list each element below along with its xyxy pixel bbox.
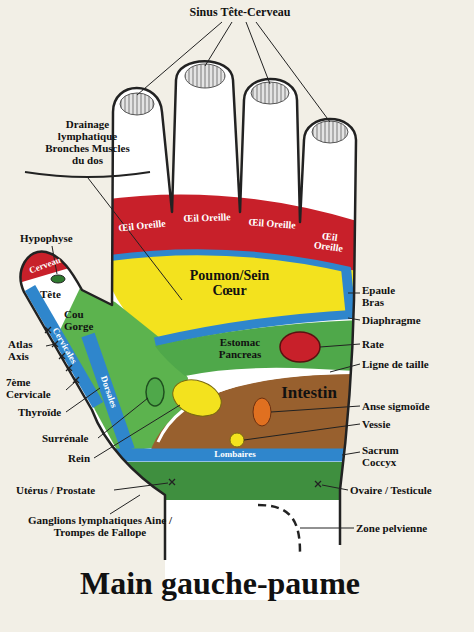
zone-callout: Atlas Axis bbox=[8, 338, 48, 362]
spine-band bbox=[30, 288, 98, 405]
zone-label: Intestin bbox=[281, 384, 337, 402]
zone-callout: Zone pelvienne bbox=[356, 522, 427, 534]
leader-line bbox=[244, 424, 360, 440]
leader-line bbox=[66, 388, 100, 412]
leader-line bbox=[110, 495, 140, 514]
sigmoid-oval bbox=[253, 398, 271, 426]
zone-callout: Thyroïde bbox=[18, 406, 61, 418]
leader-line bbox=[348, 318, 360, 320]
zone-label: Lombaires bbox=[214, 450, 255, 459]
zone-callout: Diaphragme bbox=[362, 314, 421, 326]
zone-callout: Drainage lymphatique Bronches Muscles du… bbox=[40, 118, 135, 166]
cross-mark bbox=[169, 479, 175, 485]
zone-callout: Cou Gorge bbox=[64, 308, 104, 332]
leader-line bbox=[66, 381, 76, 390]
leader-line bbox=[94, 405, 180, 458]
zone-box: Œil Oreille bbox=[247, 208, 297, 239]
zone-box: Poumon/Sein Cœur bbox=[182, 266, 277, 302]
zone-callout: Epaule Bras bbox=[362, 284, 412, 308]
zone-callout: Surrénale bbox=[42, 432, 88, 444]
leader-line bbox=[205, 22, 232, 66]
leader-line bbox=[98, 398, 148, 438]
zone-box: Œil Oreille bbox=[117, 210, 168, 243]
spine-band bbox=[112, 449, 360, 462]
stomach-zone bbox=[155, 320, 360, 376]
zone-callout: Ligne de taille bbox=[362, 358, 429, 370]
zone-callout: Sinus Tête-Cerveau bbox=[150, 6, 330, 19]
zone-callout: Ovaire / Testicule bbox=[350, 484, 432, 496]
zone-callout: Utérus / Prostate bbox=[16, 484, 95, 496]
zone-callout: Ganglions lymphatiques Aine / Trompes de… bbox=[20, 514, 180, 538]
leader-line bbox=[271, 406, 360, 412]
leader-line bbox=[322, 485, 348, 490]
leader-line bbox=[320, 344, 360, 347]
leader-line bbox=[114, 483, 168, 490]
zone-label: Œil Oreille bbox=[183, 212, 231, 224]
fingertip-zone bbox=[251, 82, 289, 104]
leader-line bbox=[256, 22, 330, 122]
leader-line bbox=[330, 364, 360, 372]
fingertip-zone bbox=[312, 121, 348, 143]
zone-callout: Vessie bbox=[362, 418, 390, 430]
spleen-oval bbox=[280, 332, 320, 362]
bladder-circle bbox=[230, 433, 244, 447]
leader-line bbox=[300, 528, 354, 529]
leader-line bbox=[88, 178, 182, 300]
brain-zone bbox=[0, 200, 110, 282]
eye-ear-band bbox=[100, 194, 360, 272]
leader-lines bbox=[25, 22, 360, 528]
zone-callout: Hypophyse bbox=[20, 232, 73, 244]
zone-callout: Rein bbox=[68, 452, 90, 464]
zone-callout: Anse sigmoïde bbox=[362, 400, 430, 412]
cross-mark bbox=[73, 377, 79, 383]
zone-label: Poumon/Sein Cœur bbox=[182, 269, 277, 298]
cross-marks bbox=[45, 327, 321, 487]
zone-callout: Sacrum Coccyx bbox=[362, 444, 417, 468]
shoulder-band bbox=[110, 252, 350, 270]
adrenal-oval bbox=[146, 378, 164, 406]
zone-box: Estomac Pancreas bbox=[205, 334, 275, 364]
zone-callout: Tête bbox=[40, 288, 61, 300]
cross-mark bbox=[45, 327, 51, 333]
pituitary-oval bbox=[51, 275, 65, 283]
kidney-oval bbox=[168, 373, 227, 422]
waist-line bbox=[158, 372, 360, 442]
leader-line bbox=[46, 344, 55, 346]
zone-label: Œil Oreille bbox=[305, 228, 353, 255]
zone-box: Œil Oreille bbox=[182, 203, 233, 233]
zone-label: Estomac Pancreas bbox=[205, 337, 275, 360]
pelvic-dash bbox=[258, 505, 300, 552]
cross-mark bbox=[66, 365, 72, 371]
leader-line bbox=[246, 22, 270, 84]
fingertip-zone bbox=[185, 64, 225, 88]
leader-line bbox=[342, 452, 360, 455]
cross-mark bbox=[315, 481, 321, 487]
zone-callout: Rate bbox=[362, 338, 384, 350]
fingertip-zone bbox=[120, 93, 154, 115]
zone-callout: 7ème Cervicale bbox=[6, 376, 68, 400]
bracket bbox=[25, 172, 150, 177]
zone-label: Œil Oreille bbox=[248, 217, 296, 231]
zone-label: Œil Oreille bbox=[118, 218, 166, 233]
zone-box: Intestin bbox=[270, 382, 348, 404]
zone-box: Lombaires bbox=[195, 449, 275, 461]
leader-line bbox=[348, 293, 360, 294]
chart-title: Main gauche-paume bbox=[20, 566, 420, 601]
